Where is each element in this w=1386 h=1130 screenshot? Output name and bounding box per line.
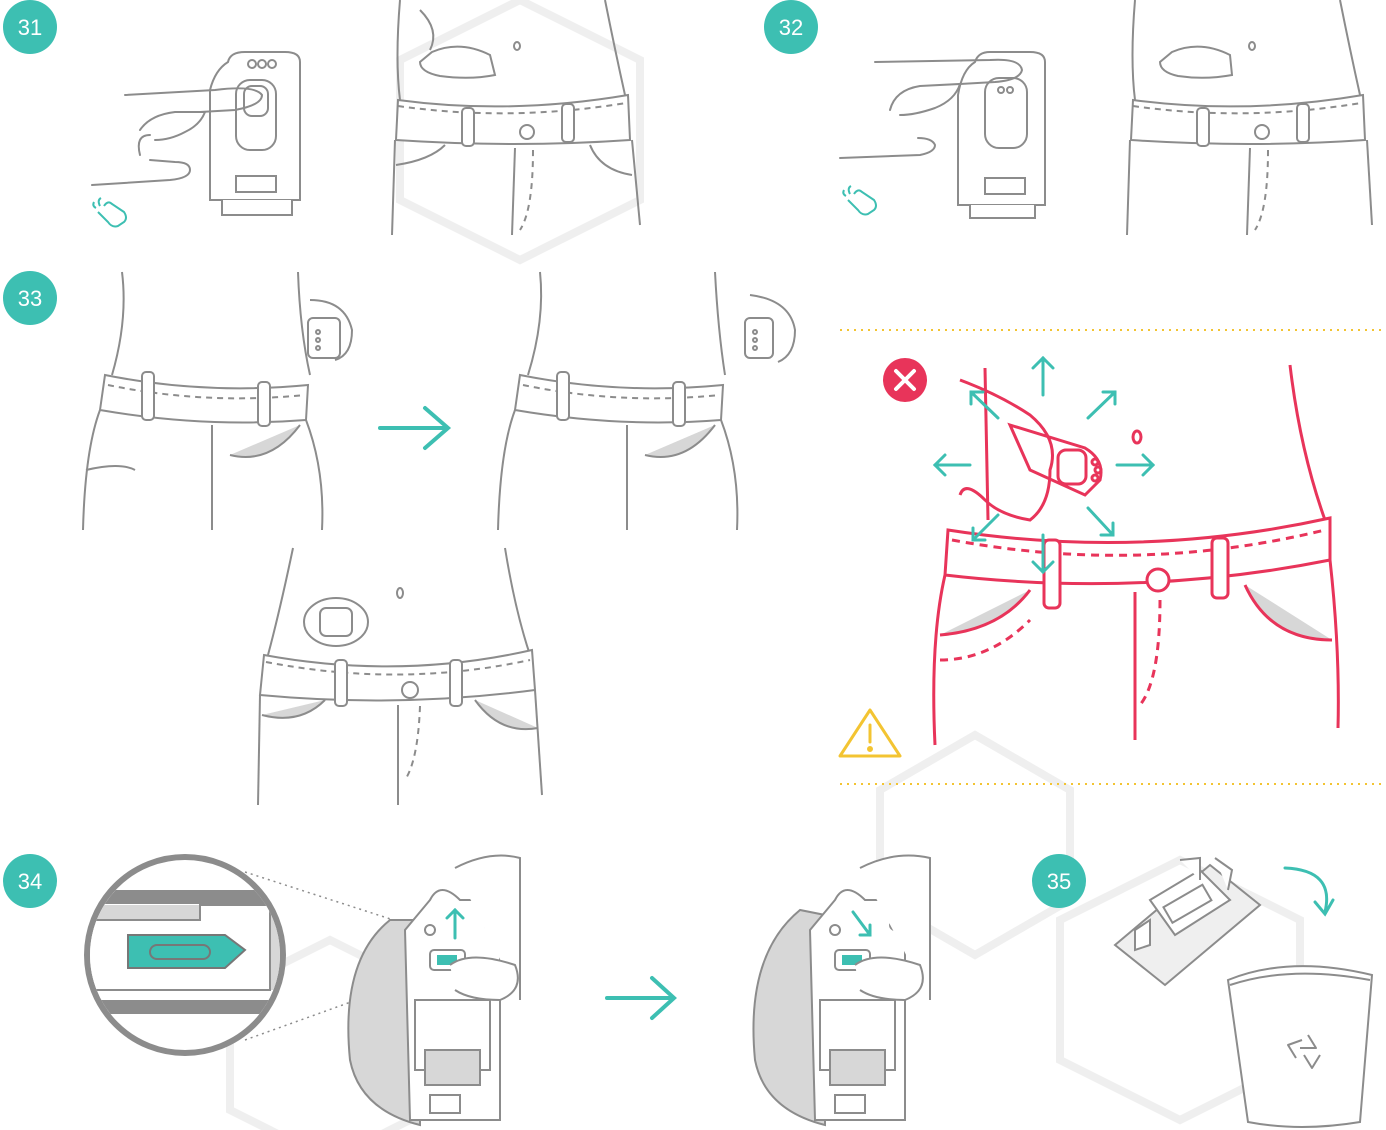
applicator-back-view <box>348 856 520 1125</box>
applicator-device <box>210 52 300 215</box>
step-badge-33: 33 <box>3 271 57 325</box>
tap-hand-icon <box>843 186 876 215</box>
warning-panel <box>840 330 1386 784</box>
warning-triangle-icon <box>840 710 900 756</box>
svg-text:34: 34 <box>18 869 42 894</box>
step-badge-31: 31 <box>3 0 57 54</box>
discarded-applicator-base <box>1115 858 1260 985</box>
step-badge-34: 34 <box>3 854 57 908</box>
step-badge-32: 32 <box>764 0 818 54</box>
x-circle-icon <box>883 358 927 402</box>
arrow-right-icon <box>380 408 448 448</box>
torso-with-sensor <box>258 548 542 805</box>
curved-arrow-icon <box>1285 868 1333 914</box>
torso-with-jeans <box>392 0 640 235</box>
step-31-panel: 31 <box>3 0 640 235</box>
step-33-panel: 33 <box>3 271 795 805</box>
step-34-panel: 34 <box>3 854 930 1125</box>
svg-text:32: 32 <box>779 15 803 40</box>
torso-with-jeans <box>1127 0 1372 235</box>
torso-side-view-before <box>83 272 352 530</box>
arrow-right-icon <box>607 978 674 1018</box>
step-32-panel: 32 <box>764 0 1372 235</box>
step-35-panel: 35 <box>1032 854 1372 1127</box>
incorrect-application-torso <box>934 365 1339 745</box>
tap-hand-icon <box>93 198 126 227</box>
torso-side-view-after <box>498 272 795 530</box>
applicator-device <box>958 52 1045 218</box>
applicator-back-view-released <box>753 856 930 1125</box>
svg-text:35: 35 <box>1047 869 1071 894</box>
svg-text:31: 31 <box>18 15 42 40</box>
svg-text:33: 33 <box>18 286 42 311</box>
step-badge-35: 35 <box>1032 854 1086 908</box>
trash-bin <box>1228 966 1372 1127</box>
